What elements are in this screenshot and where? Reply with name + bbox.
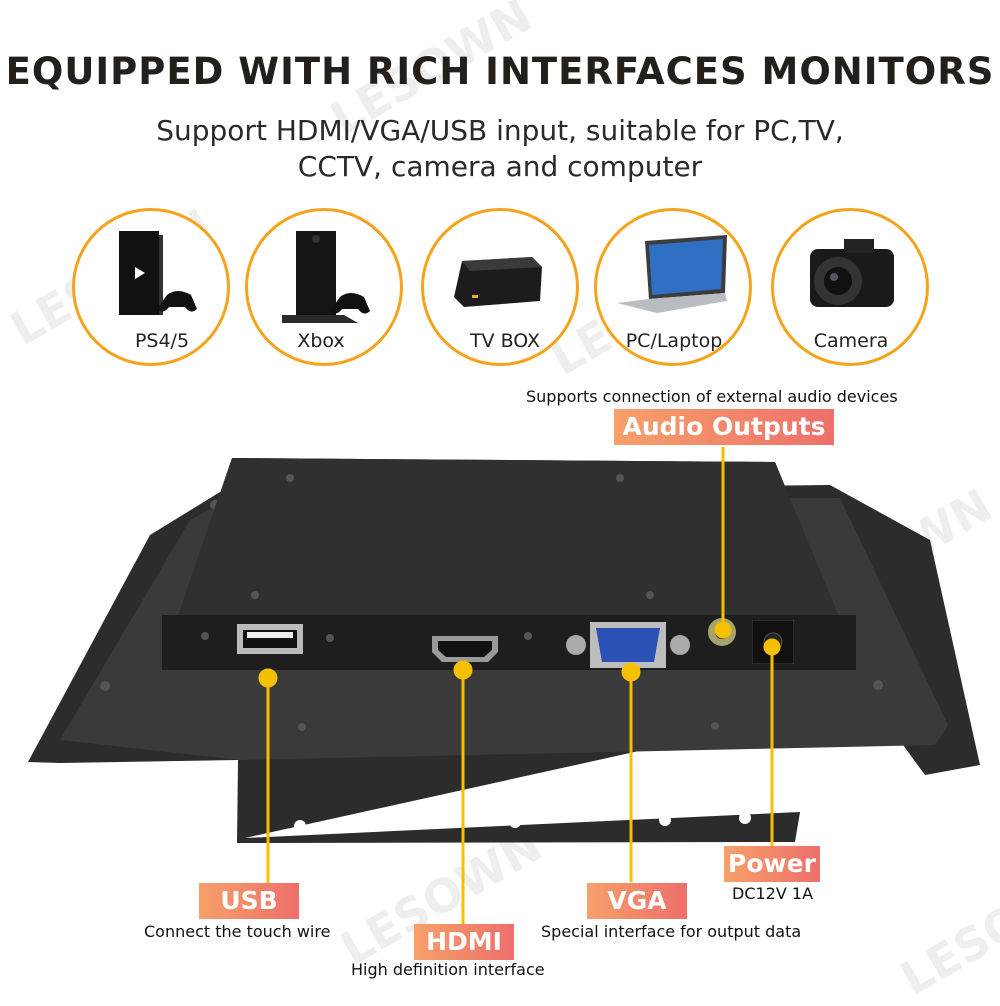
subtitle-line-2: CCTV, camera and computer (297, 150, 703, 183)
vga-label: VGA (587, 883, 687, 919)
subtitle-line-1: Support HDMI/VGA/USB input, suitable for… (156, 114, 844, 147)
audio-outputs-label: Audio Outputs (614, 409, 834, 445)
power-label: Power (724, 846, 820, 882)
game-console-icon (119, 231, 197, 315)
hdmi-description: High definition interface (351, 960, 545, 979)
hdmi-port-icon (432, 636, 498, 662)
game-console-icon (282, 231, 370, 323)
device-label-tv-box: TV BOX (469, 330, 541, 352)
usb-label: USB (199, 883, 299, 919)
vga-description: Special interface for output data (541, 922, 802, 941)
tv-box-icon (454, 257, 542, 307)
hdmi-label: HDMI (414, 924, 514, 960)
usb-port-icon (237, 624, 303, 654)
vga-port-icon (566, 622, 690, 668)
device-label-xbox: Xbox (297, 330, 345, 352)
camera-icon (810, 239, 894, 307)
usb-description: Connect the touch wire (144, 922, 331, 941)
device-label-laptop: PC/Laptop (625, 330, 723, 352)
device-ps (72, 208, 230, 366)
device-camera (771, 208, 929, 366)
power-description: DC12V 1A (732, 884, 814, 903)
device-label-ps: PS4/5 (134, 330, 190, 352)
device-xbox (245, 208, 403, 366)
device-label-camera: Camera (813, 330, 889, 352)
device-tv-box (421, 208, 579, 366)
audio-description: Supports connection of external audio de… (526, 387, 898, 406)
page-title: EQUIPPED WITH RICH INTERFACES MONITORS (5, 50, 995, 93)
laptop-icon (617, 235, 727, 313)
device-laptop (594, 208, 752, 366)
